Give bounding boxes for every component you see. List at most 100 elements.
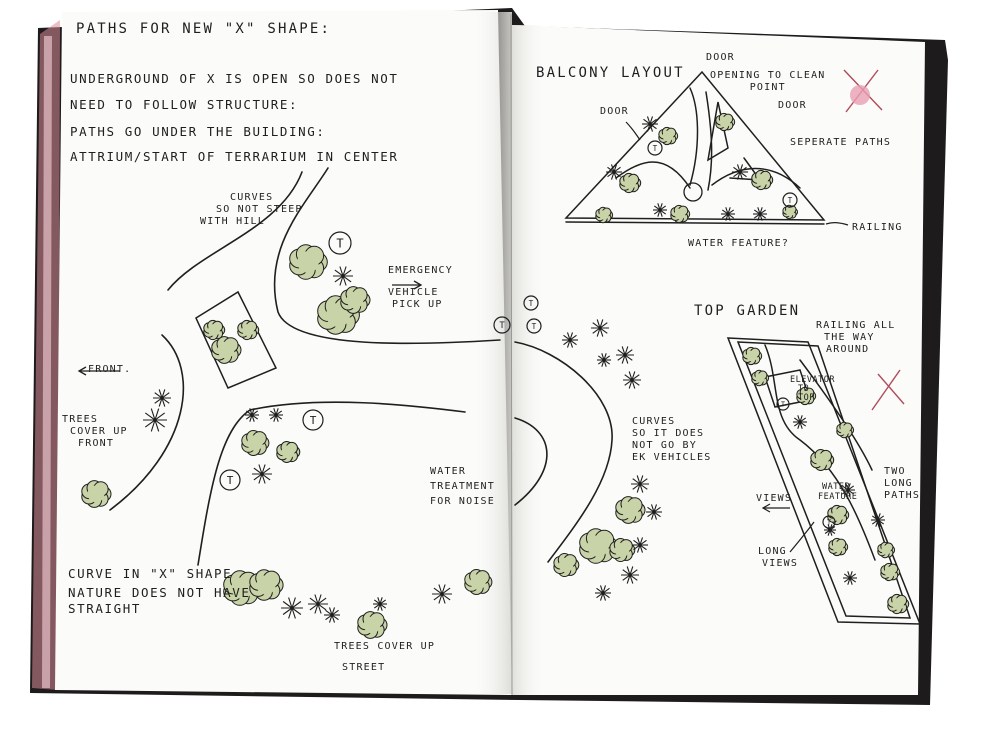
front-label: FRONT. (88, 364, 132, 375)
shrubs-left (81, 244, 493, 639)
opening-label: OPENING TO CLEAN POINT (710, 70, 826, 94)
tree-star (621, 566, 639, 584)
tree-star (632, 537, 648, 553)
trees-street-line-1: TREES COVER UP (334, 641, 436, 652)
curve-x-line-1: CURVE IN "X" SHAPE (68, 566, 233, 581)
tree-star (616, 346, 634, 364)
top-garden-title: TOP GARDEN (694, 303, 801, 319)
tree-star (269, 408, 283, 422)
shrub (715, 112, 736, 132)
curves-hill-line-1: CURVES (230, 192, 274, 203)
shrub (464, 569, 493, 596)
trash-marker: T (776, 397, 790, 411)
svg-text:T: T (532, 322, 537, 331)
tree-star (562, 332, 578, 348)
svg-text:T: T (653, 144, 658, 153)
pink-dot (850, 85, 870, 105)
views-label: VIEWS (756, 493, 793, 504)
balcony-layout-title: BALCONY LAYOUT (536, 65, 685, 81)
curves-hill-line-2: SO NOT STEEP (216, 204, 303, 215)
svg-text:T: T (788, 196, 793, 205)
shrub (810, 449, 835, 471)
tree-star (281, 597, 303, 619)
water-feature-line-2: FEATURE (818, 492, 858, 502)
emergency-label: EMERGENCY VEHICLE PICK UP (388, 265, 453, 311)
two-long-paths-label: TWO LONG PATHS (884, 466, 920, 502)
shrub (742, 346, 763, 366)
tree-star (324, 607, 340, 623)
water-treatment-label: WATER TREATMENT FOR NOISE (430, 466, 495, 508)
arrow-emergency (392, 280, 423, 290)
two-long-paths-line-1: TWO (884, 466, 906, 477)
trees-street-label: TREES COVER UP STREET (334, 641, 435, 674)
tree-star (631, 475, 649, 493)
shrub (615, 496, 646, 524)
water-treatment-line-1: WATER (430, 466, 467, 477)
svg-text:T: T (529, 299, 534, 308)
separate-paths-label: SEPERATE PATHS (790, 137, 892, 148)
shrub (877, 541, 896, 559)
trash-markers-right: T T T T T T (523, 140, 836, 529)
railing-all-line-1: RAILING ALL (816, 320, 896, 331)
railing-label: RAILING (852, 222, 903, 233)
right-page (512, 25, 925, 695)
note-line-1: UNDERGROUND OF X IS OPEN SO DOES NOT (70, 71, 399, 86)
opening-line-2: POINT (749, 82, 786, 93)
shrub (237, 319, 260, 341)
tree-star (793, 415, 807, 429)
arrow-railing (825, 222, 849, 226)
shrubs-right (553, 112, 910, 615)
arrow-front (77, 366, 120, 376)
tree-star (143, 408, 167, 432)
elevator-line-2: TO (798, 384, 810, 394)
tree-star (732, 164, 748, 180)
long-views-label: LONG VIEWS (758, 546, 798, 570)
tree-stars-left (143, 266, 452, 623)
trash-marker: T (219, 469, 241, 491)
shrub (357, 611, 388, 639)
trash-marker: T (647, 140, 663, 156)
tree-star (245, 408, 259, 422)
svg-text:T: T (310, 414, 317, 427)
tree-star (308, 594, 328, 614)
arrow-views (761, 503, 790, 513)
water-feature-circle (683, 182, 703, 202)
curve-x-line-3: STRAIGHT (68, 601, 142, 616)
tree-star (824, 524, 836, 536)
curves-ek-label: CURVES SO IT DOES NOT GO BY EK VEHICLES (632, 416, 711, 464)
curve-x-label: CURVE IN "X" SHAPE NATURE DOES NOT HAVE … (68, 566, 251, 616)
curve-x-line-2: NATURE DOES NOT HAVE (68, 585, 251, 600)
trash-marker: T (493, 316, 511, 334)
tree-star (597, 353, 611, 367)
shrub (658, 126, 679, 146)
tree-stars-right (562, 116, 885, 601)
shrub (828, 537, 849, 557)
tree-star (252, 464, 272, 484)
curves-hill-label: CURVES SO NOT STEEP WITH HILL (200, 192, 303, 228)
left-page (55, 10, 512, 695)
door-top-label: DOOR (706, 52, 735, 63)
railing-all-line-2: THE WAY (824, 332, 875, 343)
door-right-label: DOOR (778, 100, 807, 111)
tree-star (432, 584, 452, 604)
trash-marker: T (822, 515, 836, 529)
shrub (203, 319, 226, 341)
elevator-line-3: TOP (798, 393, 815, 403)
shrub (81, 480, 112, 508)
note-line-2: NEED TO FOLLOW STRUCTURE: (70, 97, 299, 112)
curves-ek-line-1: CURVES (632, 416, 676, 427)
svg-text:T: T (499, 321, 505, 331)
left-page-title: PATHS FOR NEW "X" SHAPE: (76, 21, 332, 37)
tree-star (646, 504, 662, 520)
atrium-planter (195, 290, 278, 389)
tree-star (721, 207, 735, 221)
curves-hill-line-3: WITH HILL (200, 216, 265, 227)
tree-star (606, 164, 622, 180)
railing-all-label: RAILING ALL THE WAY AROUND (816, 320, 895, 356)
svg-text:T: T (227, 474, 234, 487)
note-line-4: ATTRIUM/START OF TERRARIUM IN CENTER (70, 149, 399, 164)
two-long-paths-line-3: PATHS (884, 490, 921, 501)
trees-front-label: TREES COVER UP FRONT (62, 414, 128, 450)
svg-text:T: T (827, 518, 831, 526)
trash-marker: T (526, 318, 542, 334)
